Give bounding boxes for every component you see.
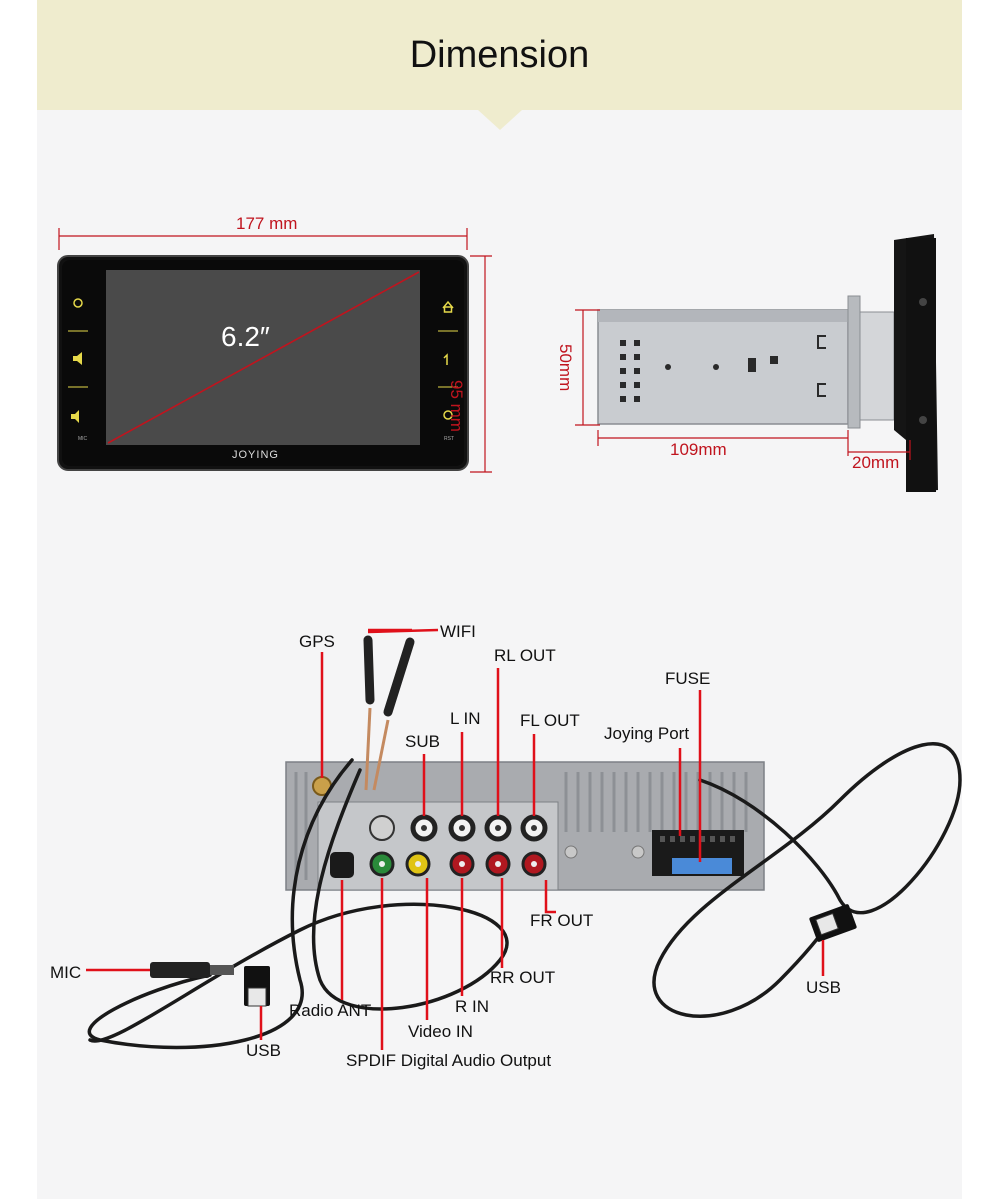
side-depth-dimension: 109mm	[670, 440, 727, 459]
label-mic: MIC	[50, 963, 82, 982]
label-fr-out: FR OUT	[530, 911, 594, 930]
face-depth-dimension: 20mm	[852, 453, 900, 472]
width-dimension: 177 mm	[236, 214, 298, 233]
label-spdif: SPDIF Digital Audio Output	[346, 1051, 552, 1070]
label-radio-ant: Radio ANT	[289, 1001, 372, 1020]
label-r-in: R IN	[455, 997, 489, 1016]
label-usb-left: USB	[246, 1041, 281, 1060]
page-background	[37, 0, 962, 1199]
label-fuse: FUSE	[665, 669, 711, 688]
brand-logo: JOYING	[232, 449, 279, 461]
svg-text:MIC: MIC	[78, 436, 88, 442]
label-rl-out: RL OUT	[494, 646, 556, 665]
label-video-in: Video IN	[408, 1022, 473, 1041]
page-title: Dimension	[409, 34, 590, 76]
header-notch	[478, 110, 522, 130]
header-banner	[37, 0, 962, 110]
label-gps: GPS	[299, 632, 335, 651]
label-l-in: L IN	[450, 709, 481, 728]
label-joying-port: Joying Port	[604, 724, 690, 743]
screen-diagonal: 6.2″	[221, 321, 270, 352]
svg-text:RST: RST	[444, 436, 454, 442]
label-wifi: WIFI	[440, 622, 476, 641]
label-fl-out: FL OUT	[520, 711, 580, 730]
label-rr-out: RR OUT	[490, 968, 556, 987]
label-sub: SUB	[405, 732, 440, 751]
label-usb-right: USB	[806, 978, 841, 997]
